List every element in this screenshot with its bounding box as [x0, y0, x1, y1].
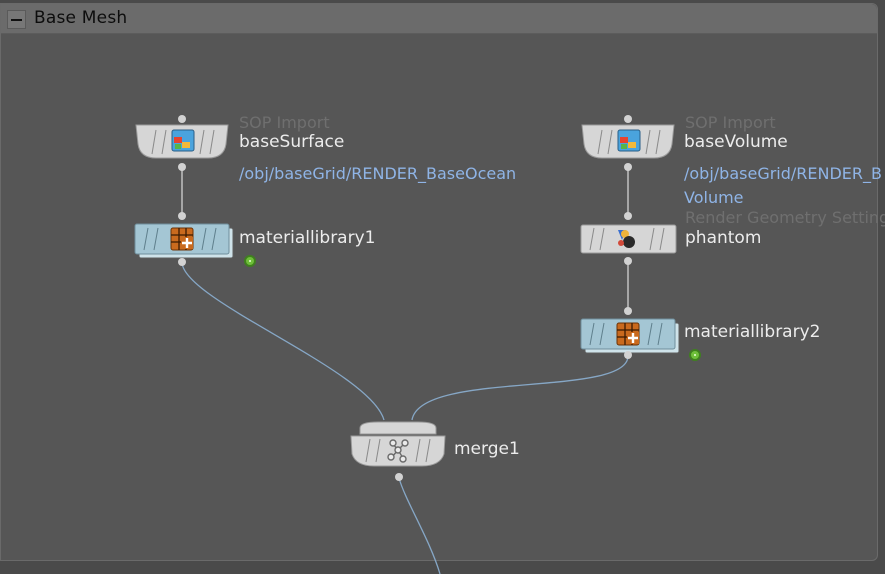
output-port[interactable]: [624, 351, 632, 359]
input-port[interactable]: [624, 212, 632, 220]
input-port[interactable]: [624, 115, 632, 123]
sop-import-icon: [617, 129, 641, 152]
output-port[interactable]: [178, 258, 186, 266]
node-name-label[interactable]: materiallibrary2: [684, 322, 821, 342]
node-body[interactable]: [580, 318, 682, 354]
output-port[interactable]: [395, 473, 403, 481]
node-type-label: Render Geometry Setting: [685, 208, 885, 227]
network-box[interactable]: Base Mesh: [0, 3, 878, 561]
node-path-label-line2: Volume: [684, 188, 744, 207]
node-phantom[interactable]: Render Geometry Setting phantom: [580, 208, 885, 270]
node-type-label: SOP Import: [685, 113, 776, 132]
node-materiallibrary2[interactable]: materiallibrary2: [580, 305, 885, 370]
merge-icon: [387, 439, 409, 463]
sop-import-icon: [171, 129, 195, 152]
input-port[interactable]: [624, 307, 632, 315]
network-box-title: Base Mesh: [34, 8, 128, 28]
node-basesurface[interactable]: SOP Import baseSurface /obj/baseGrid/REN…: [134, 112, 534, 192]
node-merge1[interactable]: merge1: [348, 420, 548, 482]
node-name-label[interactable]: materiallibrary1: [239, 228, 376, 248]
material-library-icon: [170, 227, 194, 251]
node-body[interactable]: [348, 420, 448, 470]
node-body[interactable]: [134, 122, 230, 162]
input-port[interactable]: [178, 212, 186, 220]
node-name-label[interactable]: baseSurface: [239, 132, 345, 152]
output-port[interactable]: [178, 163, 186, 171]
node-path-label: /obj/baseGrid/RENDER_BaseOcean: [239, 164, 517, 183]
display-flag-icon[interactable]: [244, 255, 256, 267]
network-box-header[interactable]: Base Mesh: [1, 4, 877, 34]
node-body[interactable]: [580, 122, 676, 162]
collapse-button[interactable]: [7, 10, 26, 29]
display-flag-icon[interactable]: [689, 349, 701, 361]
node-path-label: /obj/baseGrid/RENDER_B: [684, 164, 882, 183]
render-geometry-icon: [618, 230, 635, 248]
node-basevolume[interactable]: SOP Import baseVolume /obj/baseGrid/REND…: [580, 112, 885, 212]
node-name-label[interactable]: phantom: [685, 228, 762, 248]
input-port[interactable]: [178, 115, 186, 123]
node-type-label: SOP Import: [239, 113, 330, 132]
node-materiallibrary1[interactable]: materiallibrary1: [134, 210, 414, 270]
node-body[interactable]: [580, 224, 678, 256]
output-port[interactable]: [624, 163, 632, 171]
node-name-label[interactable]: baseVolume: [684, 132, 788, 152]
node-body[interactable]: [134, 223, 236, 259]
node-name-label[interactable]: merge1: [454, 439, 520, 459]
material-library-icon: [616, 322, 640, 346]
output-port[interactable]: [624, 257, 632, 265]
